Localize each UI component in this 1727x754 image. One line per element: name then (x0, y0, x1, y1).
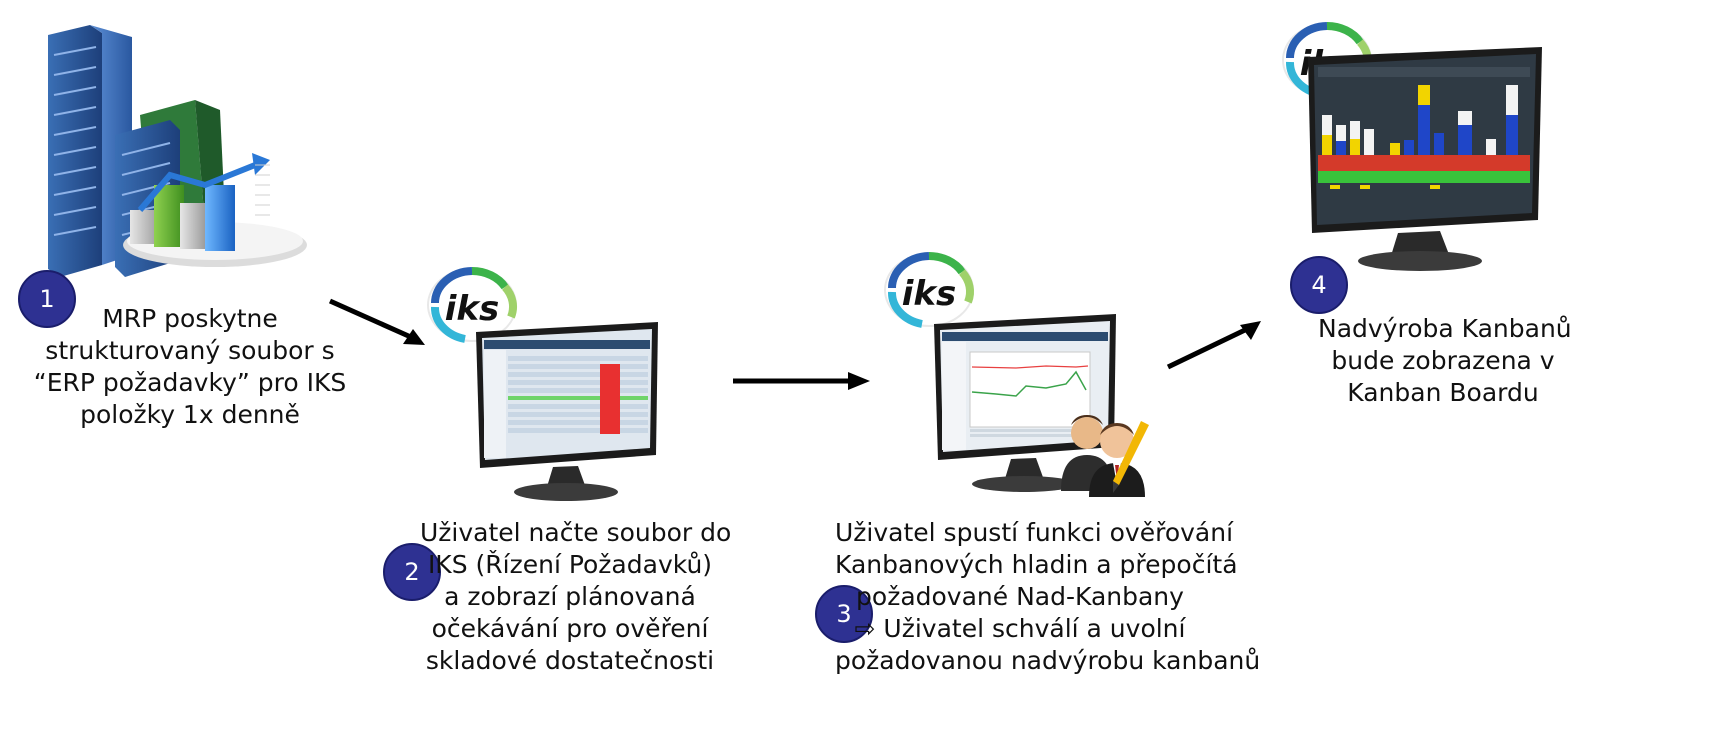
step-1-line: MRP poskytne (102, 304, 278, 333)
step-4-line: Nadvýroba Kanbanů (1318, 314, 1572, 343)
step-2-line: a zobrazí plánovaná (444, 582, 696, 611)
users-icon (1061, 415, 1149, 497)
iks-logo: iks (882, 250, 977, 334)
step-2-line: IKS (Řízení Požadavků) (427, 550, 713, 579)
step-2-text: Uživatel načte soubor do IKS (Řízení Pož… (420, 517, 732, 677)
iks-logo-text: iks (902, 274, 957, 314)
step-3-line: požadovanou nadvýrobu kanbanů (835, 646, 1261, 675)
step-1-text: MRP poskytne strukturovaný soubor s “ERP… (30, 303, 350, 431)
step-3-line: Kanbanových hladin a přepočítá (835, 550, 1238, 579)
step-3-line: ⇨ Uživatel schválí a uvolní (854, 614, 1186, 643)
step-1-line: položky 1x denně (80, 400, 300, 429)
iks-logo-text: iks (445, 289, 500, 329)
step-2-line: skladové dostatečnosti (425, 646, 715, 675)
step-1-line: strukturovaný soubor s (45, 336, 335, 365)
iks-logo: iks (425, 265, 520, 349)
step-2-badge: 2 (383, 543, 441, 601)
step-3-line: požadované Nad-Kanbany (856, 582, 1184, 611)
step-3-text: Uživatel spustí funkci ověřování Kanbano… (835, 517, 1261, 677)
monitor-levels-graph (934, 314, 1116, 492)
monitor-requirements-table (476, 322, 658, 501)
arrow-3-to-4 (1166, 321, 1261, 370)
step-4-line: Kanban Boardu (1347, 378, 1539, 407)
step-4-badge: 4 (1290, 256, 1348, 314)
server-chart-illustration (48, 25, 307, 277)
arrow-1-to-2 (328, 298, 425, 345)
step-3-badge: 3 (815, 585, 873, 643)
step-4-text: Nadvýroba Kanbanů bude zobrazena v Kanba… (1318, 313, 1572, 409)
monitor-kanban-board (1308, 47, 1542, 271)
step-1-line: “ERP požadavky” pro IKS (33, 368, 347, 397)
step-2-line: Uživatel načte soubor do (420, 518, 732, 547)
step-1-badge: 1 (18, 270, 76, 328)
arrow-2-to-3 (733, 372, 870, 390)
step-3-line: Uživatel spustí funkci ověřování (835, 518, 1234, 547)
step-2-line: očekávání pro ověření (431, 614, 709, 643)
step-4-line: bude zobrazena v (1331, 346, 1555, 375)
